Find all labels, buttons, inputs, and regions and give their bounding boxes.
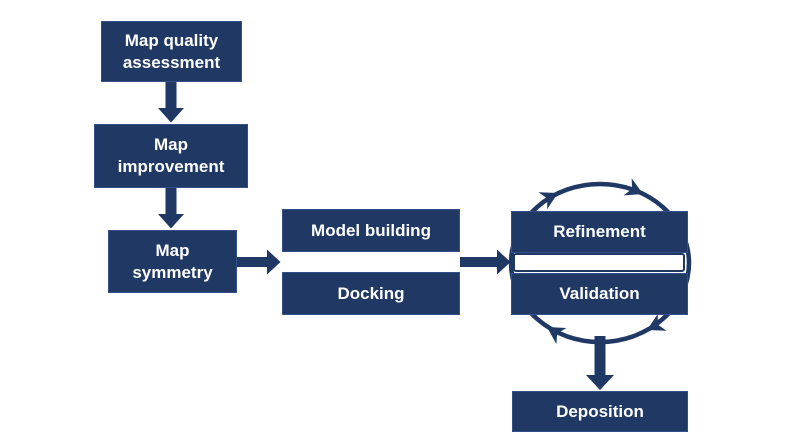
node-map-symmetry: Map symmetry — [108, 230, 237, 293]
node-label: Map improvement — [117, 135, 225, 176]
node-label: Refinement — [553, 222, 646, 242]
node-refinement: Refinement — [511, 211, 688, 253]
node-deposition: Deposition — [512, 391, 688, 432]
node-label: Map quality assessment — [122, 30, 221, 72]
node-model-building: Model building — [282, 209, 460, 252]
node-map-improvement: Map improvement — [94, 124, 248, 188]
cycle-arrowhead-bottom-left — [547, 327, 567, 345]
node-label: Validation — [559, 284, 640, 304]
arrow-cycle-to-deposition — [586, 336, 614, 390]
cycle-arrowhead-top-right — [623, 178, 643, 196]
refinement-validation-gap — [513, 253, 685, 272]
node-label: Docking — [337, 283, 405, 303]
node-docking: Docking — [282, 272, 460, 315]
cycle-arrowhead-bottom-right — [647, 313, 667, 331]
node-label: Deposition — [556, 401, 644, 421]
node-label: Model building — [311, 220, 431, 240]
arrow-building-to-refinement — [460, 249, 511, 275]
node-validation: Validation — [511, 273, 688, 315]
arrow-symmetry-to-building — [231, 249, 281, 275]
node-label: Map symmetry — [132, 240, 213, 282]
cycle-arrowhead-top-left — [538, 192, 558, 210]
arrow-quality-to-improvement — [158, 82, 184, 123]
node-map-quality-assessment: Map quality assessment — [101, 21, 242, 82]
arrow-improvement-to-symmetry — [158, 188, 184, 229]
